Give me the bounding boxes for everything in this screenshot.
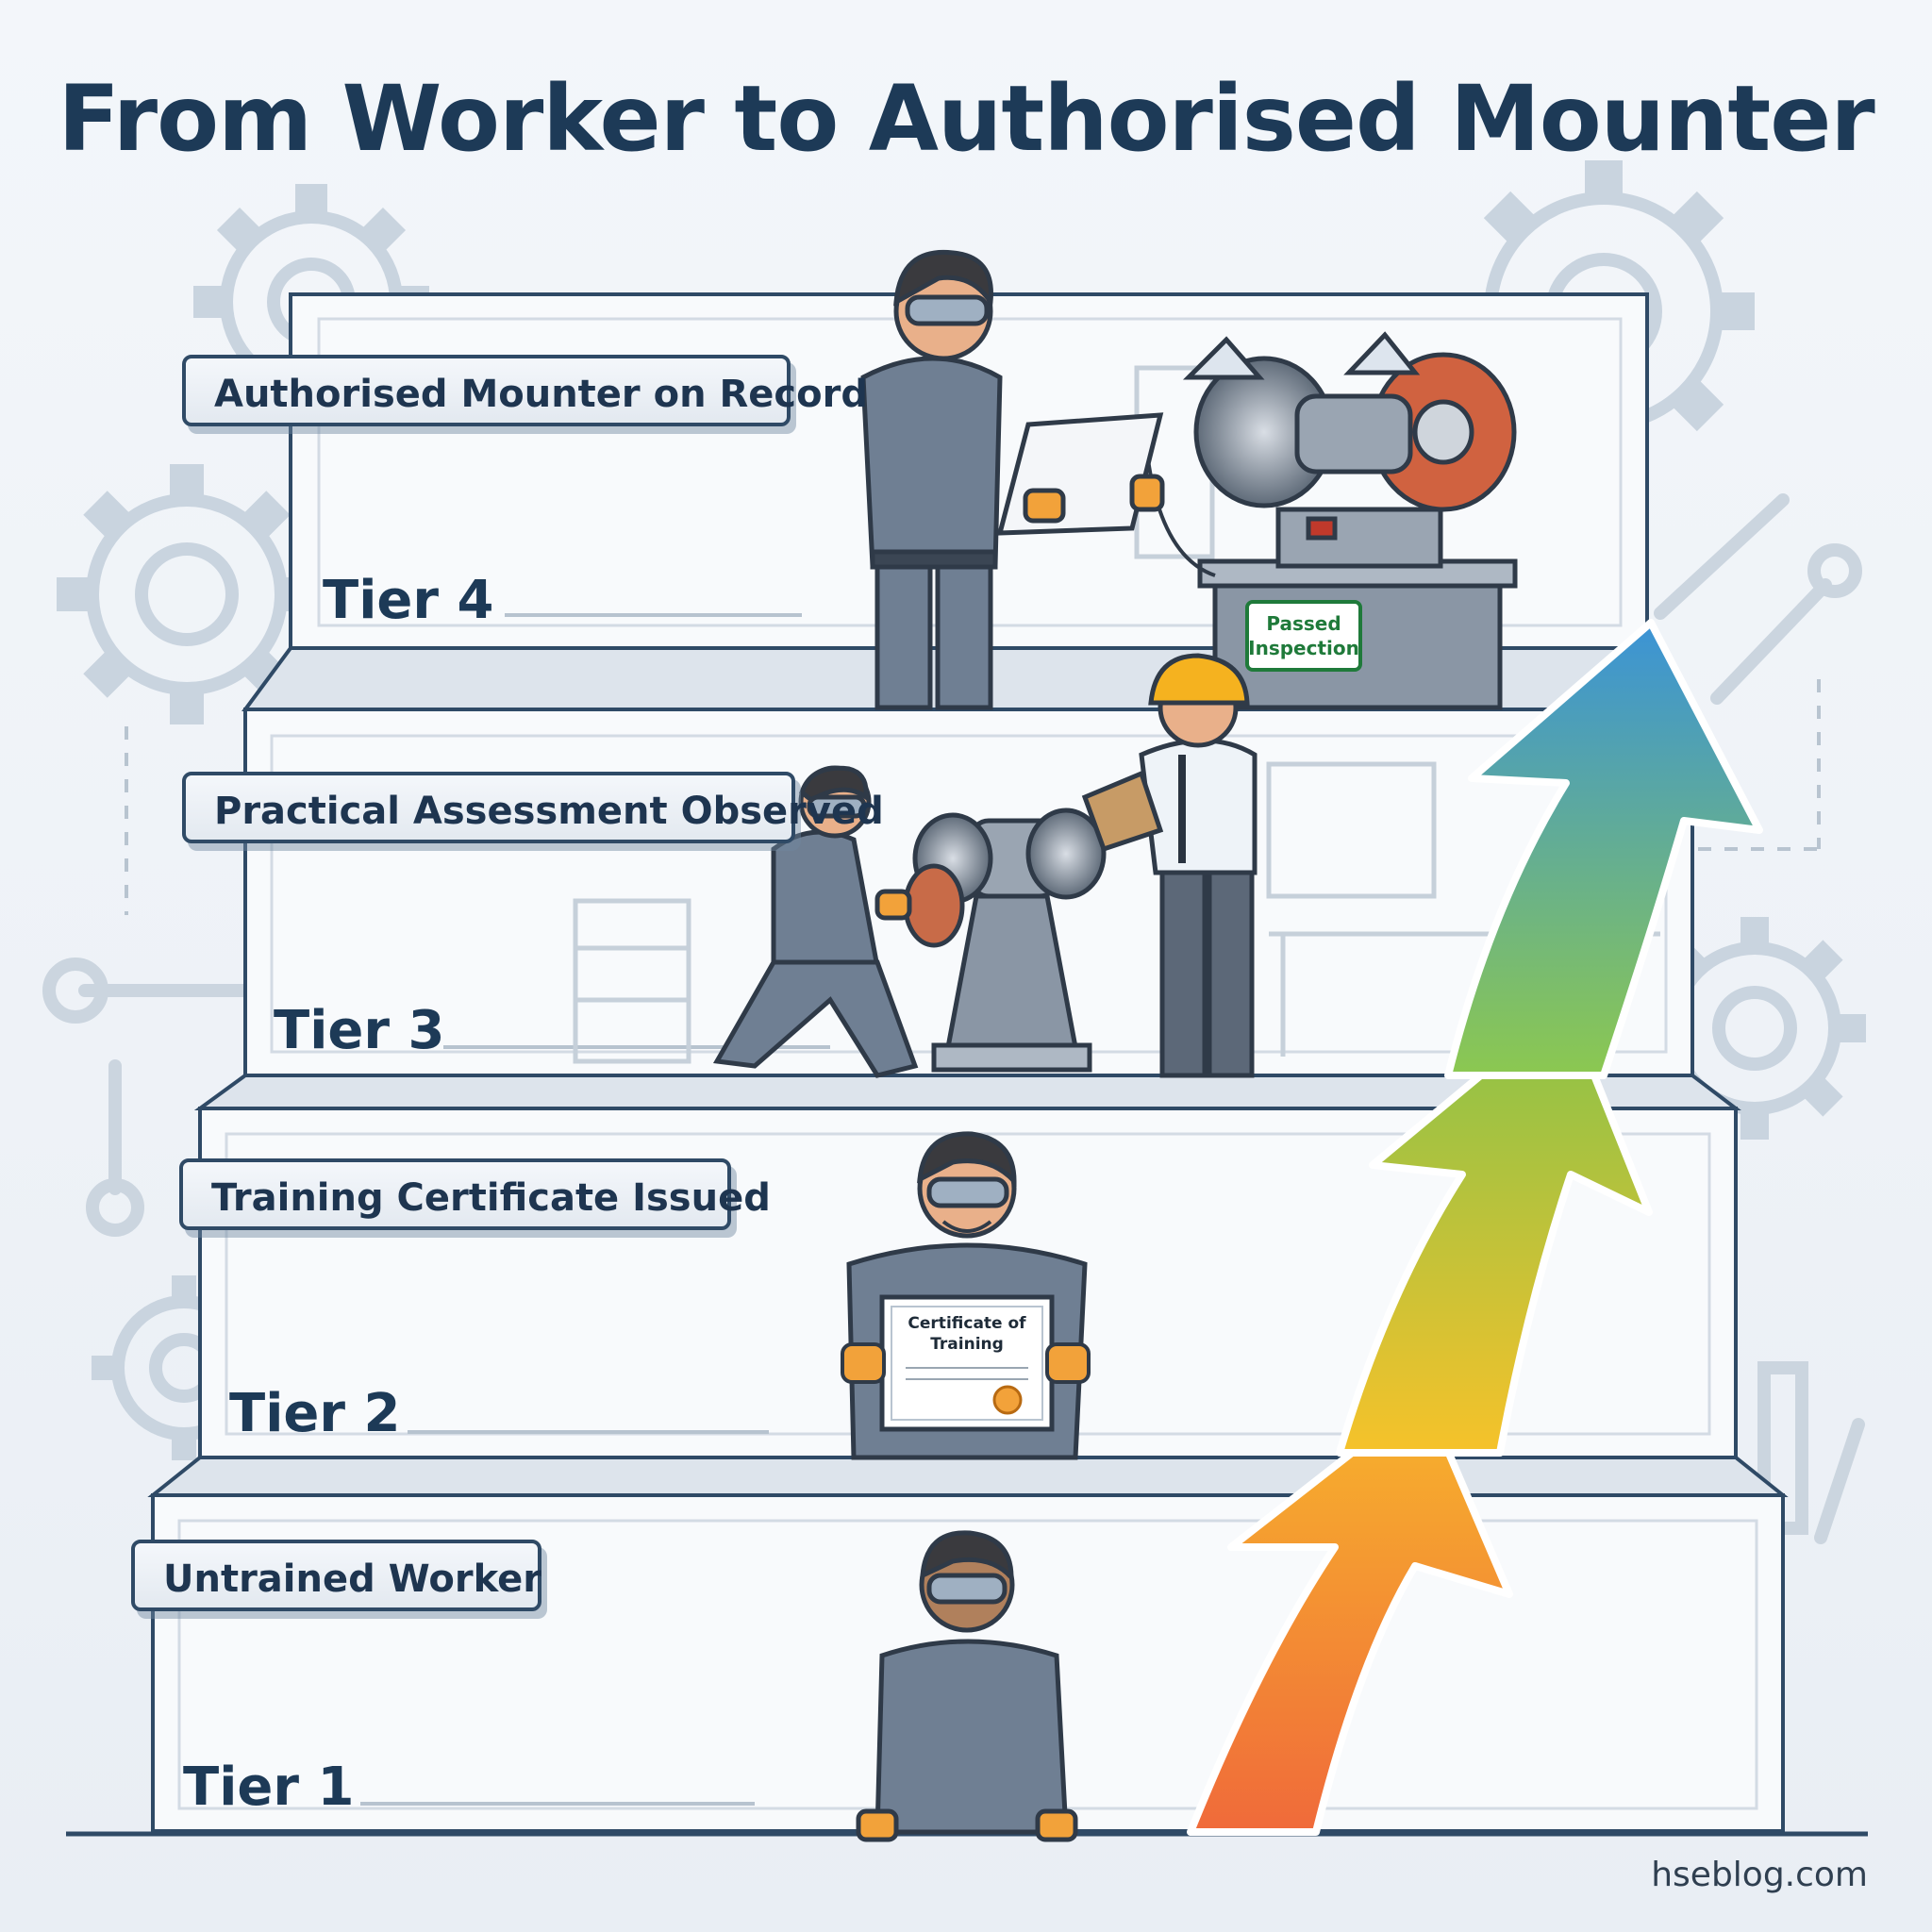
tier-1-label: Untrained Worker (131, 1540, 541, 1611)
tier-4-heading: Tier 4 (323, 570, 494, 631)
wrench-icon (86, 1059, 144, 1237)
tier-4-label: Authorised Mounter on Record (182, 355, 868, 426)
wrench-icon (1710, 543, 1862, 705)
worker-tier-4 (860, 249, 1165, 710)
dashed-guides (125, 679, 1821, 915)
certificate-line-2: Training (930, 1335, 1004, 1354)
passed-inspection-tag: Passed Inspection (1245, 600, 1362, 672)
tier-3-label: Practical Assessment Observed (182, 772, 884, 843)
certificate-line-1: Certificate of (908, 1314, 1026, 1333)
background-tool-icons (42, 493, 1865, 1544)
screwdriver-icon (1654, 493, 1790, 620)
worker-kneeling-tier-3 (712, 765, 919, 1078)
tier-3-heading: Tier 3 (274, 1000, 445, 1061)
tier-2-label: Training Certificate Issued (179, 1158, 771, 1230)
wrench-icon (42, 958, 280, 1024)
rosette-icon (992, 1385, 1023, 1415)
assessor-tier-3 (1081, 653, 1257, 1078)
inspection-line-1: Passed (1266, 612, 1341, 635)
tier-2-heading: Tier 2 (229, 1383, 401, 1444)
progress-arrows (1187, 619, 1763, 1836)
source-credit: hseblog.com (1651, 1856, 1868, 1894)
arrow-tier-3 (1444, 619, 1763, 1079)
training-certificate: Certificate of Training (841, 1294, 1091, 1432)
worker-tier-1 (856, 1530, 1078, 1842)
screwdriver-icon (1814, 1418, 1865, 1544)
inspection-line-2: Inspection (1248, 637, 1359, 659)
pedestal-grinder-tier-3 (903, 808, 1107, 1073)
page-title: From Worker to Authorised Mounter (58, 66, 1874, 172)
tier-1-heading: Tier 1 (183, 1757, 355, 1818)
